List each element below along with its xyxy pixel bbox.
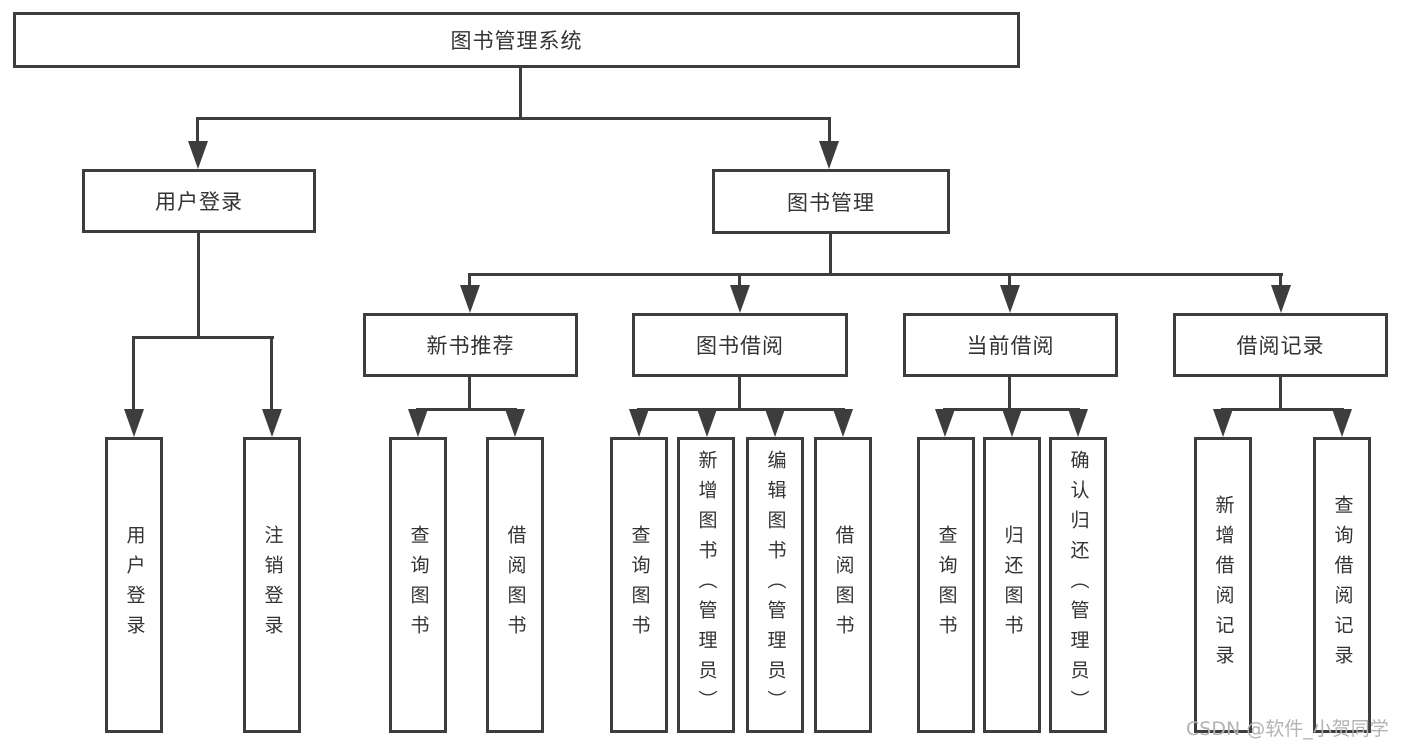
connector-line xyxy=(1221,408,1344,411)
node-label: 图书管理系统 xyxy=(450,29,583,53)
node-query-borrow-record: 查询借阅记录 xyxy=(1313,437,1371,733)
node-query-book-borrow: 查询图书 xyxy=(610,437,668,733)
connector-line xyxy=(1008,273,1011,289)
node-library-management-system: 图书管理系统 xyxy=(13,12,1020,68)
node-current-borrow: 当前借阅 xyxy=(903,313,1118,377)
node-borrow-record: 借阅记录 xyxy=(1173,313,1388,377)
connector-line xyxy=(1279,377,1282,408)
node-label: 新增借阅记录 xyxy=(1212,495,1235,675)
arrow-down-icon xyxy=(262,409,282,437)
connector-line xyxy=(132,336,135,411)
node-borrow-book-leaf: 借阅图书 xyxy=(814,437,872,733)
connector-line xyxy=(468,273,471,289)
csdn-watermark: CSDN @软件_小贺同学 xyxy=(1186,718,1389,740)
arrow-down-icon xyxy=(629,409,649,437)
node-label: 图书管理 xyxy=(787,190,875,215)
node-label: 用户登录 xyxy=(123,525,146,645)
node-label: 图书借阅 xyxy=(696,334,784,358)
connector-line xyxy=(196,117,199,145)
connector-line xyxy=(1279,273,1282,289)
arrow-down-icon xyxy=(1002,409,1022,437)
arrow-down-icon xyxy=(833,409,853,437)
node-label: 注销登录 xyxy=(261,525,284,645)
node-query-book-recommend: 查询图书 xyxy=(389,437,447,733)
arrow-down-icon xyxy=(935,409,955,437)
node-return-book: 归还图书 xyxy=(983,437,1041,733)
arrow-down-icon xyxy=(1332,409,1352,437)
connector-line xyxy=(828,117,831,145)
node-label: 归还图书 xyxy=(1001,525,1024,645)
node-label: 借阅图书 xyxy=(832,525,855,645)
arrow-down-icon xyxy=(1271,285,1291,313)
node-label: 确认归还（管理员） xyxy=(1067,450,1090,720)
arrow-down-icon xyxy=(460,285,480,313)
node-add-book-admin: 新增图书（管理员） xyxy=(677,437,735,733)
node-book-management: 图书管理 xyxy=(712,169,950,234)
connector-line xyxy=(468,377,471,408)
connector-line xyxy=(132,336,274,339)
node-new-book-recommend: 新书推荐 xyxy=(363,313,578,377)
node-label: 新增图书（管理员） xyxy=(695,450,718,720)
arrow-down-icon xyxy=(765,409,785,437)
node-user-login-leaf: 用户登录 xyxy=(105,437,163,733)
arrow-down-icon xyxy=(697,409,717,437)
node-add-borrow-record: 新增借阅记录 xyxy=(1194,437,1252,733)
node-label: 用户登录 xyxy=(155,190,243,214)
arrow-down-icon xyxy=(1000,285,1020,313)
node-label: 借阅图书 xyxy=(504,525,527,645)
connector-line xyxy=(1008,377,1011,408)
arrow-down-icon xyxy=(1068,409,1088,437)
connector-line xyxy=(468,273,1283,276)
connector-line xyxy=(197,233,200,336)
connector-line xyxy=(197,117,831,120)
node-label: 当前借阅 xyxy=(966,334,1055,358)
connector-line xyxy=(519,68,522,117)
node-label: 新书推荐 xyxy=(426,334,515,358)
node-label: 查询图书 xyxy=(628,525,651,645)
node-label: 查询图书 xyxy=(935,525,958,645)
connector-line xyxy=(270,336,273,411)
node-user-login: 用户登录 xyxy=(82,169,316,233)
arrow-down-icon xyxy=(819,141,839,169)
connector-line xyxy=(416,408,517,411)
node-book-borrow: 图书借阅 xyxy=(632,313,848,377)
node-label: 借阅记录 xyxy=(1236,334,1325,358)
node-logout: 注销登录 xyxy=(243,437,301,733)
arrow-down-icon xyxy=(188,141,208,169)
node-edit-book-admin: 编辑图书（管理员） xyxy=(746,437,804,733)
connector-line xyxy=(738,273,741,289)
arrow-down-icon xyxy=(408,409,428,437)
connector-line xyxy=(637,408,845,411)
node-query-book-current: 查询图书 xyxy=(917,437,975,733)
node-label: 查询图书 xyxy=(407,525,430,645)
node-borrow-book-recommend: 借阅图书 xyxy=(486,437,544,733)
arrow-down-icon xyxy=(1213,409,1233,437)
node-label: 查询借阅记录 xyxy=(1331,495,1354,675)
arrow-down-icon xyxy=(730,285,750,313)
connector-line xyxy=(738,377,741,408)
arrow-down-icon xyxy=(505,409,525,437)
arrow-down-icon xyxy=(124,409,144,437)
connector-line xyxy=(829,234,832,273)
node-confirm-return-admin: 确认归还（管理员） xyxy=(1049,437,1107,733)
node-label: 编辑图书（管理员） xyxy=(764,450,787,720)
